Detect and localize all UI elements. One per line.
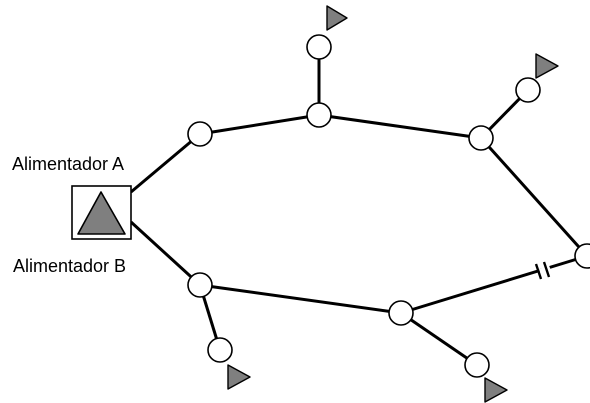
load-triangle-icon (535, 53, 559, 79)
node (187, 272, 213, 298)
lateral-n8-n10 (400, 311, 478, 367)
node (468, 125, 494, 151)
node (464, 352, 490, 378)
load-triangle-icon (326, 5, 348, 31)
load-triangle-icon (484, 377, 508, 403)
node (207, 337, 233, 363)
feeder-b-label: Alimentador B (13, 256, 126, 276)
node (187, 121, 213, 147)
line-n2-n4 (318, 113, 482, 140)
feeder-b-line (129, 220, 202, 287)
line-n1-n2 (199, 113, 320, 136)
line-n7-n8 (199, 283, 402, 315)
node (388, 300, 414, 326)
node (306, 34, 332, 60)
substation-icon (71, 185, 132, 240)
node (515, 77, 541, 103)
line-n8-n6 (400, 254, 588, 315)
node (306, 102, 332, 128)
feeder-a-line (130, 132, 201, 194)
feeder-a-label: Alimentador A (12, 154, 124, 174)
tie-switch-symbol (534, 261, 552, 280)
load-triangle-icon (227, 364, 251, 390)
node (574, 243, 590, 269)
line-n4-n6 (479, 136, 589, 258)
